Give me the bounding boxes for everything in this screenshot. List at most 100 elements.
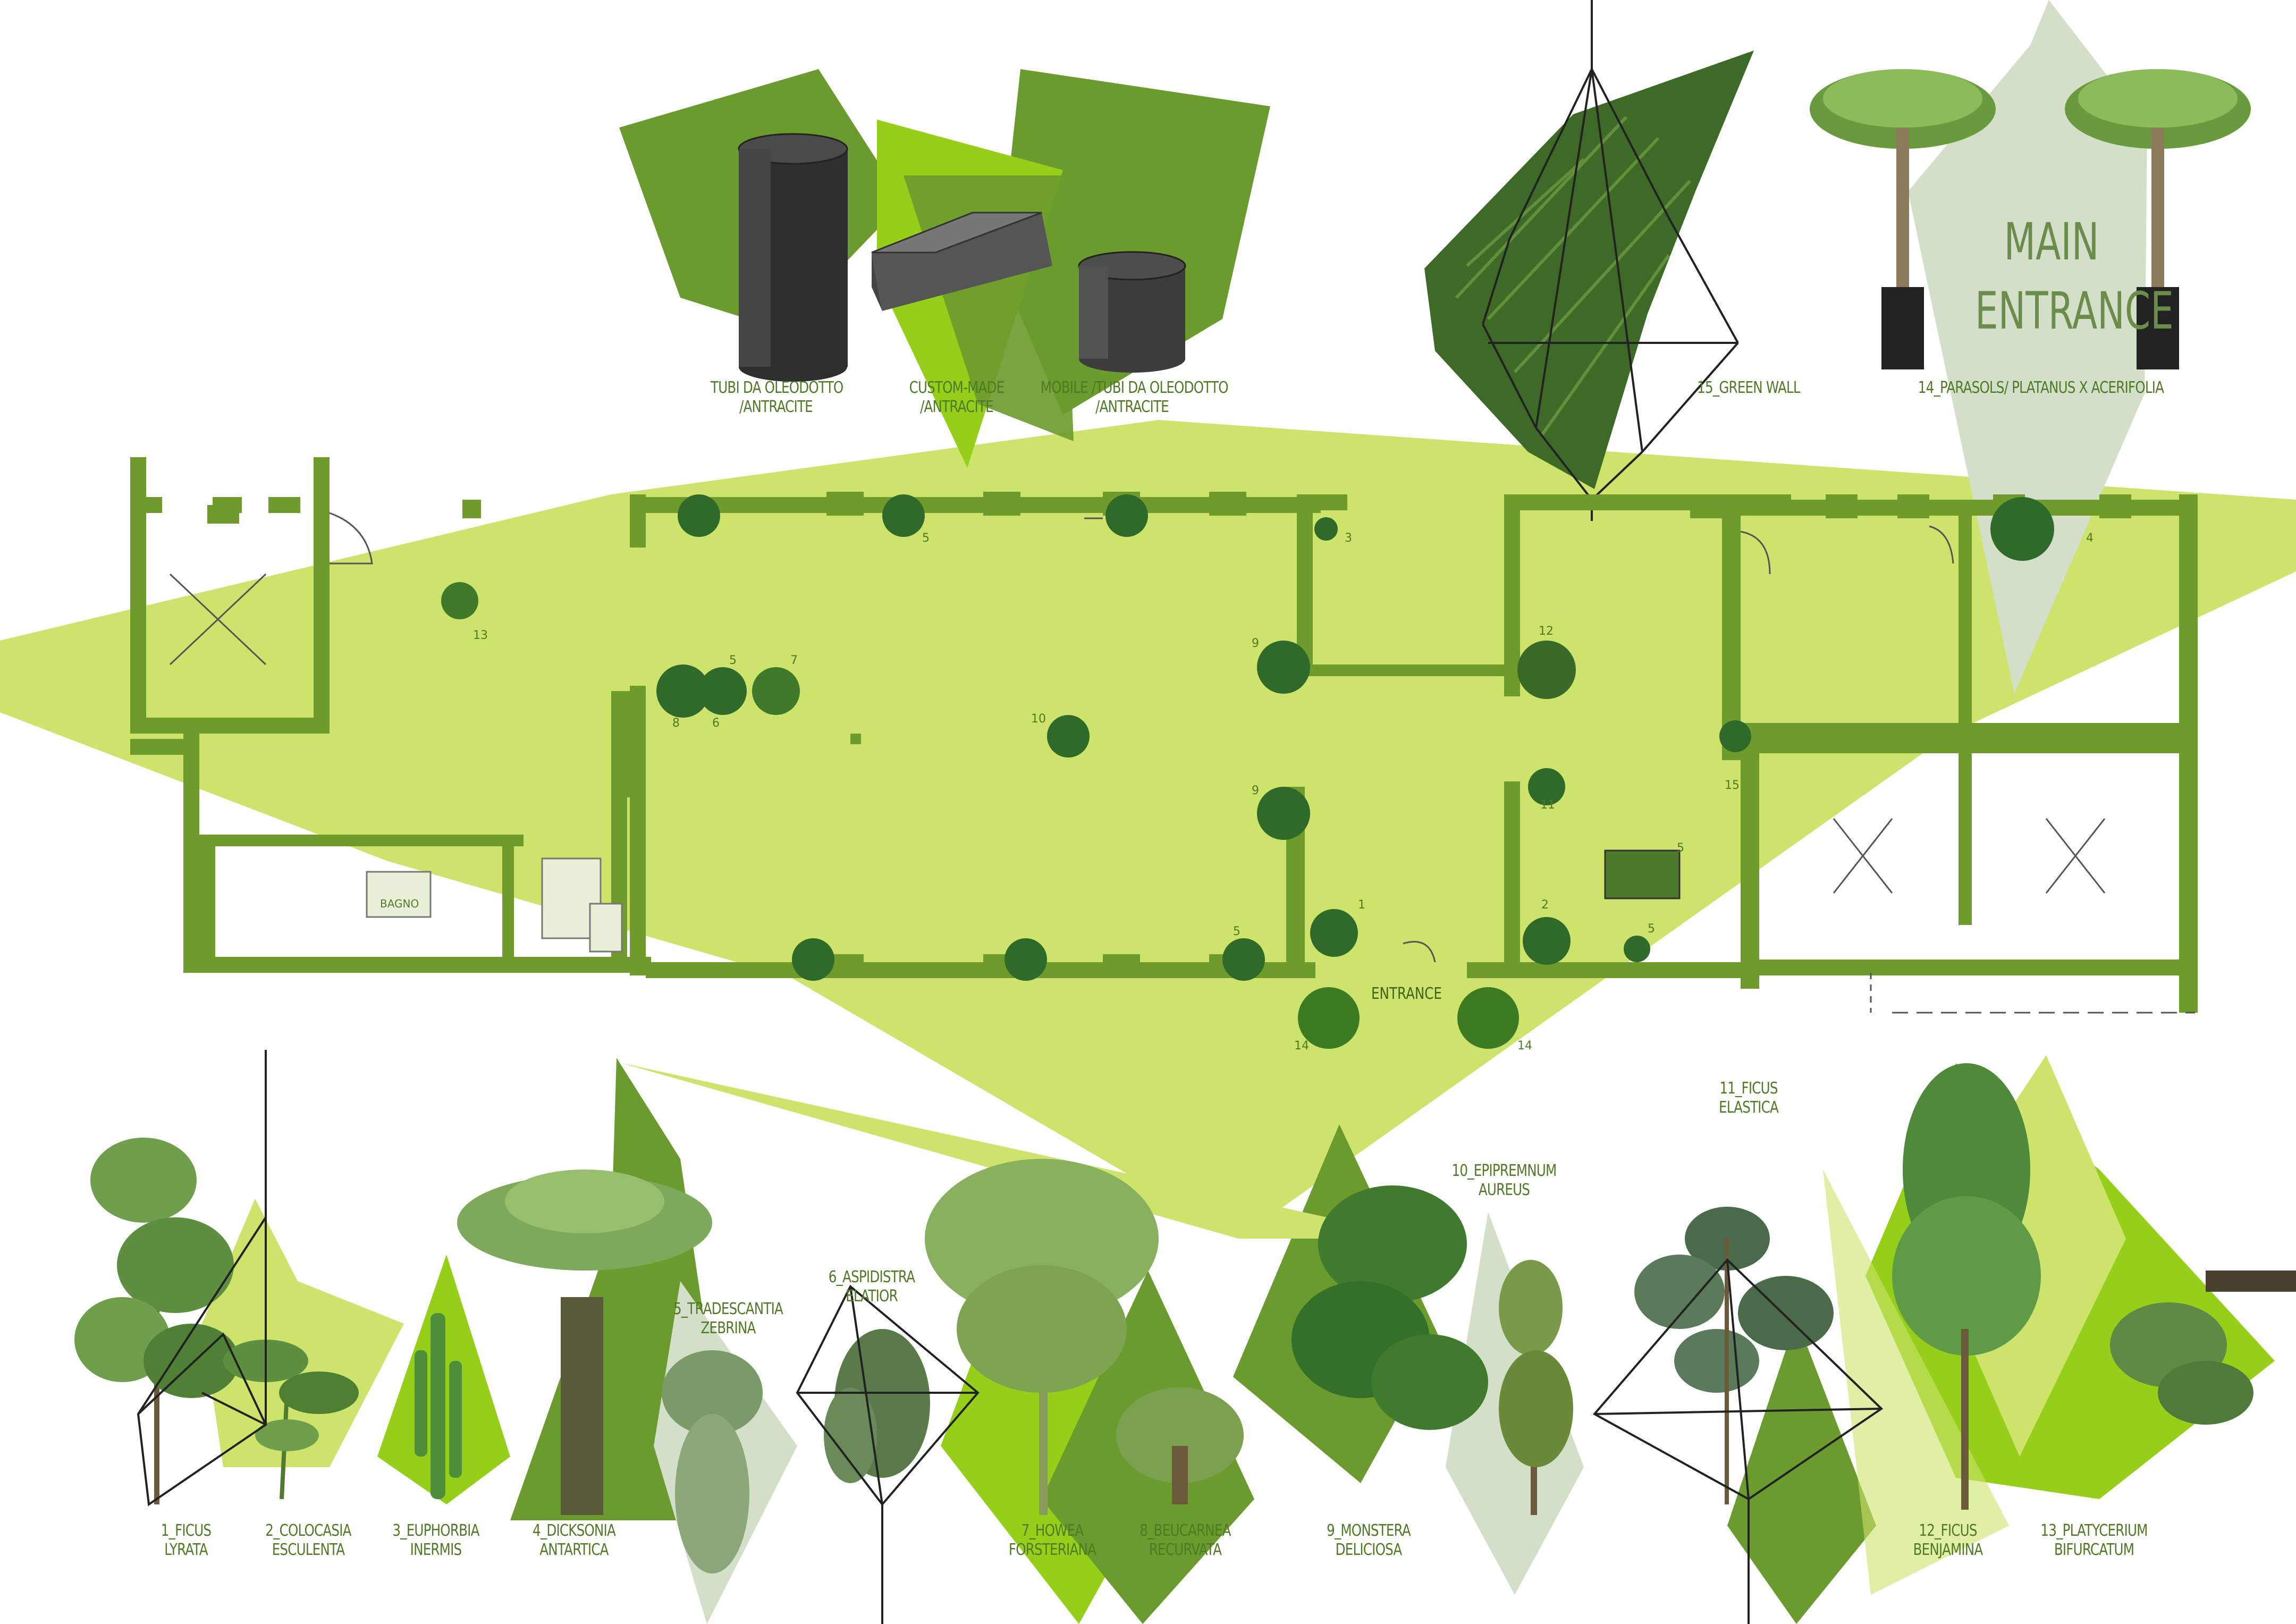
plan-number: 8 <box>672 717 680 730</box>
planter-label-1-line1: TUBI DA OLEODOTTO <box>711 378 843 397</box>
planter-label-2-line1: CUSTOM-MADE <box>909 378 1005 397</box>
green-wall-label-text: 15_GREEN WALL <box>1697 378 1800 397</box>
plant-label-8-line2: RECURVATA <box>1149 1541 1222 1559</box>
planter-cylinder-short <box>1078 251 1186 373</box>
plant-label-4-line2: ANTARTICA <box>539 1541 609 1559</box>
bottom-wireframes <box>137 1050 1884 1624</box>
plant-label-9: 9_MONSTERA DELICIOSA <box>1316 1521 1421 1560</box>
plant-epipremnum <box>1499 1260 1573 1515</box>
floor-plan <box>130 457 2198 1013</box>
plant-label-10: 10_EPIPREMNUM AUREUS <box>1447 1162 1560 1200</box>
plan-details <box>169 512 2195 1014</box>
parasols-label-text: 14_PARASOLS/ PLATANUS X ACERIFOLIA <box>1918 378 2164 397</box>
plan-number: 1 <box>1358 898 1365 912</box>
plan-number: 15 <box>1725 779 1740 792</box>
green-wall-texture <box>1455 115 1692 437</box>
plant-label-3-line1: 3_EUPHORBIA <box>392 1521 479 1540</box>
planter-label-1: TUBI DA OLEODOTTO /ANTRACITE <box>711 378 843 417</box>
plant-label-8-line1: 8_BEUCARNEA <box>1139 1521 1231 1540</box>
plan-number: 5 <box>729 654 737 667</box>
plant-label-9-line2: DELICIOSA <box>1335 1541 1403 1559</box>
plan-number: 10 <box>1031 712 1046 726</box>
plan-number: 5 <box>1648 922 1655 936</box>
plant-label-6: 6_ASPIDISTRA ELATIOR <box>815 1268 928 1306</box>
plant-label-1-line2: LYRATA <box>164 1541 208 1559</box>
plant-label-10-line2: AUREUS <box>1478 1181 1530 1199</box>
green-wall-label: 15_GREEN WALL <box>1683 378 1814 398</box>
planter-cylinder-tall <box>738 133 848 382</box>
planter-label-3-line1: MOBILE /TUBI DA OLEODOTTO <box>1040 378 1229 397</box>
plan-number: 5 <box>1233 925 1240 938</box>
plant-label-10-line1: 10_EPIPREMNUM <box>1451 1162 1557 1180</box>
plant-euphorbia <box>415 1313 462 1499</box>
plant-label-12: 12_FICUS BENJAMINA <box>1896 1521 2000 1560</box>
plant-label-3-line2: INERMIS <box>410 1541 462 1559</box>
plan-number: 9 <box>1252 637 1259 650</box>
plant-label-1: 1_FICUS LYRATA <box>134 1521 239 1560</box>
plant-beaucarnea <box>1116 1387 1244 1504</box>
plant-label-13-line2: BIFURCATUM <box>2054 1541 2134 1559</box>
plant-label-11-line2: ELASTICA <box>1718 1098 1779 1117</box>
plant-label-11: 11_FICUS ELASTICA <box>1696 1079 1801 1117</box>
planter-box <box>871 212 1052 311</box>
plant-label-5: 5_TRADESCANTIA ZEBRINA <box>667 1300 789 1338</box>
plant-label-6-line2: ELATIOR <box>846 1287 898 1306</box>
plant-label-5-line1: 5_TRADESCANTIA <box>673 1300 783 1318</box>
planter-label-3: MOBILE /TUBI DA OLEODOTTO /ANTRACITE <box>1040 378 1229 417</box>
parasol-tree-right <box>2065 69 2251 369</box>
parasols-label: 14_PARASOLS/ PLATANUS X ACERIFOLIA <box>1902 378 2181 398</box>
plant-label-2: 2_COLOCASIA ESCULENTA <box>256 1521 361 1560</box>
plant-label-12-line2: BENJAMINA <box>1913 1541 1983 1559</box>
plant-platycerium <box>2110 1270 2296 1425</box>
background-pale-diamond <box>1908 0 2147 694</box>
plan-number: 12 <box>1539 625 1554 638</box>
planter-label-1-line2: /ANTRACITE <box>739 398 813 416</box>
main-entrance-line1: MAIN <box>2004 212 2099 272</box>
plant-label-13-line1: 13_PLATYCERIUM <box>2040 1521 2148 1540</box>
plant-howea <box>925 1159 1159 1515</box>
plant-label-6-line1: 6_ASPIDISTRA <box>828 1268 915 1286</box>
plant-label-5-line2: ZEBRINA <box>700 1319 756 1337</box>
plant-label-3: 3_EUPHORBIA INERMIS <box>384 1521 488 1560</box>
planter-label-2-line2: /ANTRACITE <box>920 398 994 416</box>
plan-number: 5 <box>922 532 930 545</box>
plant-tradescantia <box>662 1350 763 1573</box>
plant-label-4-line1: 4_DICKSONIA <box>533 1521 616 1540</box>
plan-number: 13 <box>473 629 488 642</box>
plant-label-12-line1: 12_FICUS <box>1919 1521 1977 1540</box>
plant-label-2-line2: ESCULENTA <box>272 1541 345 1559</box>
planter-label-2: CUSTOM-MADE /ANTRACITE <box>891 378 1022 417</box>
plan-number: 14 <box>1517 1039 1532 1053</box>
plant-label-13: 13_PLATYCERIUM BIFURCATUM <box>2033 1521 2155 1560</box>
plant-label-7: 7_HOWEA FORSTERIANA <box>1000 1521 1105 1560</box>
plan-plant-markers <box>441 494 2054 1049</box>
plan-number: 2 <box>1541 898 1549 912</box>
plan-number: 4 <box>2086 532 2094 545</box>
plan-number: 9 <box>1252 784 1259 797</box>
plant-label-4: 4_DICKSONIA ANTARTICA <box>522 1521 627 1560</box>
main-entrance-title: MAIN ENTRANCE <box>1975 207 2174 346</box>
plant-label-7-line2: FORSTERIANA <box>1008 1541 1096 1559</box>
plan-number: 7 <box>790 654 798 667</box>
plan-number: 6 <box>712 717 720 730</box>
plan-number: 11 <box>1540 798 1555 812</box>
parasol-tree-left <box>1810 69 1996 369</box>
plant-monstera <box>1292 1185 1488 1430</box>
bagno-label: BAGNO <box>380 897 419 910</box>
plant-label-2-line1: 2_COLOCASIA <box>265 1521 351 1540</box>
plan-number: 14 <box>1294 1039 1309 1053</box>
plan-number: 3 <box>1345 532 1352 545</box>
entrance-label: ENTRANCE <box>1371 985 1442 1003</box>
main-entrance-line2: ENTRANCE <box>1975 281 2174 341</box>
plant-label-1-line1: 1_FICUS <box>161 1521 212 1540</box>
green-wall-wireframe <box>1482 0 1739 521</box>
plant-dicksonia <box>457 1169 712 1515</box>
plant-ficus-benjamina <box>1892 1063 2041 1510</box>
green-wall-image <box>1424 51 1754 489</box>
plant-label-7-line1: 7_HOWEA <box>1021 1521 1084 1540</box>
plant-label-9-line1: 9_MONSTERA <box>1327 1521 1411 1540</box>
plant-aspidistra <box>824 1329 930 1483</box>
planter-label-3-line2: /ANTRACITE <box>1095 398 1169 416</box>
plant-label-11-line1: 11_FICUS <box>1719 1079 1778 1098</box>
